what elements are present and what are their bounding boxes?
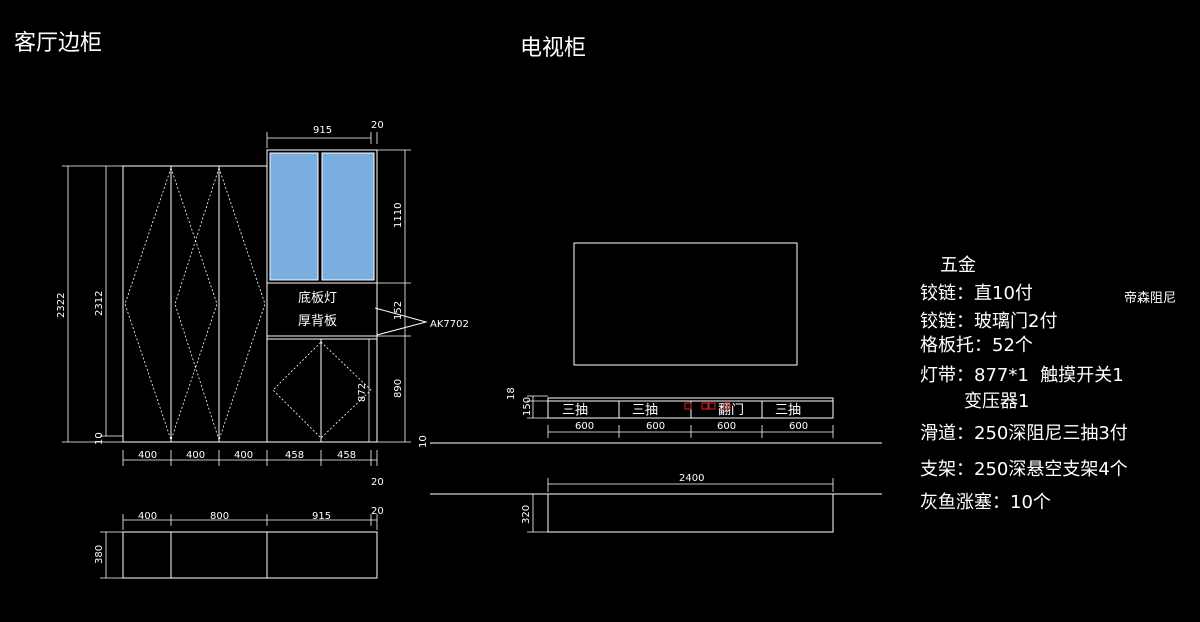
tv-dim-10: 10 bbox=[418, 435, 429, 448]
tv-dim-600-1: 600 bbox=[575, 421, 594, 432]
callout-ak7702: AK7702 bbox=[430, 319, 469, 330]
hardware-brand: 帝森阻尼 bbox=[1124, 290, 1176, 306]
hardware-list: 五金 铰链：直10付 帝森阻尼 铰链：玻璃门2付 格板托：52个 灯带：877*… bbox=[920, 255, 1176, 513]
dim-bottom-400-3: 400 bbox=[234, 450, 253, 461]
tv-dim-600-3: 600 bbox=[717, 421, 736, 432]
tv-dim-18: 18 bbox=[506, 387, 517, 400]
plan-dim-915: 915 bbox=[312, 511, 331, 522]
marker-red-2 bbox=[701, 402, 709, 410]
marker-red-4 bbox=[723, 402, 731, 410]
dim-2312: 2312 bbox=[94, 291, 105, 316]
hardware-line-1: 铰链：直10付 bbox=[920, 283, 1033, 304]
tv-dim-320: 320 bbox=[521, 505, 532, 524]
plan-dim-20: 20 bbox=[371, 506, 384, 517]
tv-cabinet-elevation: 10 三抽 三抽 翻门 三抽 18 150 600 600 600 600 bbox=[418, 242, 882, 448]
flip-door: 翻门 bbox=[718, 403, 744, 418]
dim-bottom-458-1: 458 bbox=[285, 450, 304, 461]
hardware-line-3: 格板托：52个 bbox=[920, 335, 1033, 356]
drawer-2: 三抽 bbox=[632, 403, 658, 418]
hardware-line-5: 变压器1 bbox=[964, 391, 1029, 412]
dim-20-top: 20 bbox=[371, 120, 384, 131]
dim-bottom-400-2: 400 bbox=[186, 450, 205, 461]
title-living-cabinet: 客厅边柜 bbox=[14, 31, 102, 56]
dim-bottom-400-1: 400 bbox=[138, 450, 157, 461]
dim-bottom-458-2: 458 bbox=[337, 450, 356, 461]
plan-dim-380: 380 bbox=[94, 545, 105, 564]
tv-dim-150: 150 bbox=[522, 397, 533, 416]
tv-dim-2400: 2400 bbox=[679, 473, 704, 484]
tv-dim-600-2: 600 bbox=[646, 421, 665, 432]
label-bottom-light: 底板灯 bbox=[298, 290, 337, 306]
label-thick-back-panel: 厚背板 bbox=[298, 314, 337, 329]
dim-20-lower: 20 bbox=[371, 477, 384, 488]
dim-2322: 2322 bbox=[56, 293, 67, 318]
drawer-1: 三抽 bbox=[562, 403, 588, 418]
plan-dim-800: 800 bbox=[210, 511, 229, 522]
glass-door-right bbox=[321, 152, 375, 281]
living-cabinet-elevation: 底板灯 厚背板 AK7702 915 20 2322 2312 10 1110 … bbox=[56, 120, 469, 488]
dim-10-left: 10 bbox=[94, 432, 105, 445]
dim-890: 890 bbox=[393, 379, 404, 398]
tv-dim-600-4: 600 bbox=[789, 421, 808, 432]
living-cabinet-plan: 400 800 915 20 380 bbox=[94, 506, 384, 579]
title-tv-cabinet: 电视柜 bbox=[520, 36, 586, 61]
hardware-line-6: 滑道：250深阻尼三抽3付 bbox=[920, 423, 1128, 444]
hardware-line-8: 灰鱼涨塞：10个 bbox=[920, 492, 1051, 513]
hardware-line-4: 灯带：877*1 触摸开关1 bbox=[920, 365, 1124, 386]
drawer-4: 三抽 bbox=[775, 403, 801, 418]
dim-1110: 1110 bbox=[393, 203, 404, 228]
dim-872: 872 bbox=[357, 383, 368, 402]
hardware-line-7: 支架：250深悬空支架4个 bbox=[920, 459, 1128, 480]
hardware-line-2: 铰链：玻璃门2付 bbox=[920, 311, 1057, 332]
plan-dim-400: 400 bbox=[138, 511, 157, 522]
dim-152: 152 bbox=[393, 301, 404, 320]
tv-cabinet-plan: 2400 320 bbox=[430, 473, 882, 533]
dim-915-top: 915 bbox=[313, 125, 332, 136]
tv-screen bbox=[573, 242, 798, 366]
marker-red-1 bbox=[684, 402, 692, 410]
marker-red-3 bbox=[708, 402, 716, 410]
hardware-heading: 五金 bbox=[940, 255, 976, 276]
glass-door-left bbox=[269, 152, 319, 281]
